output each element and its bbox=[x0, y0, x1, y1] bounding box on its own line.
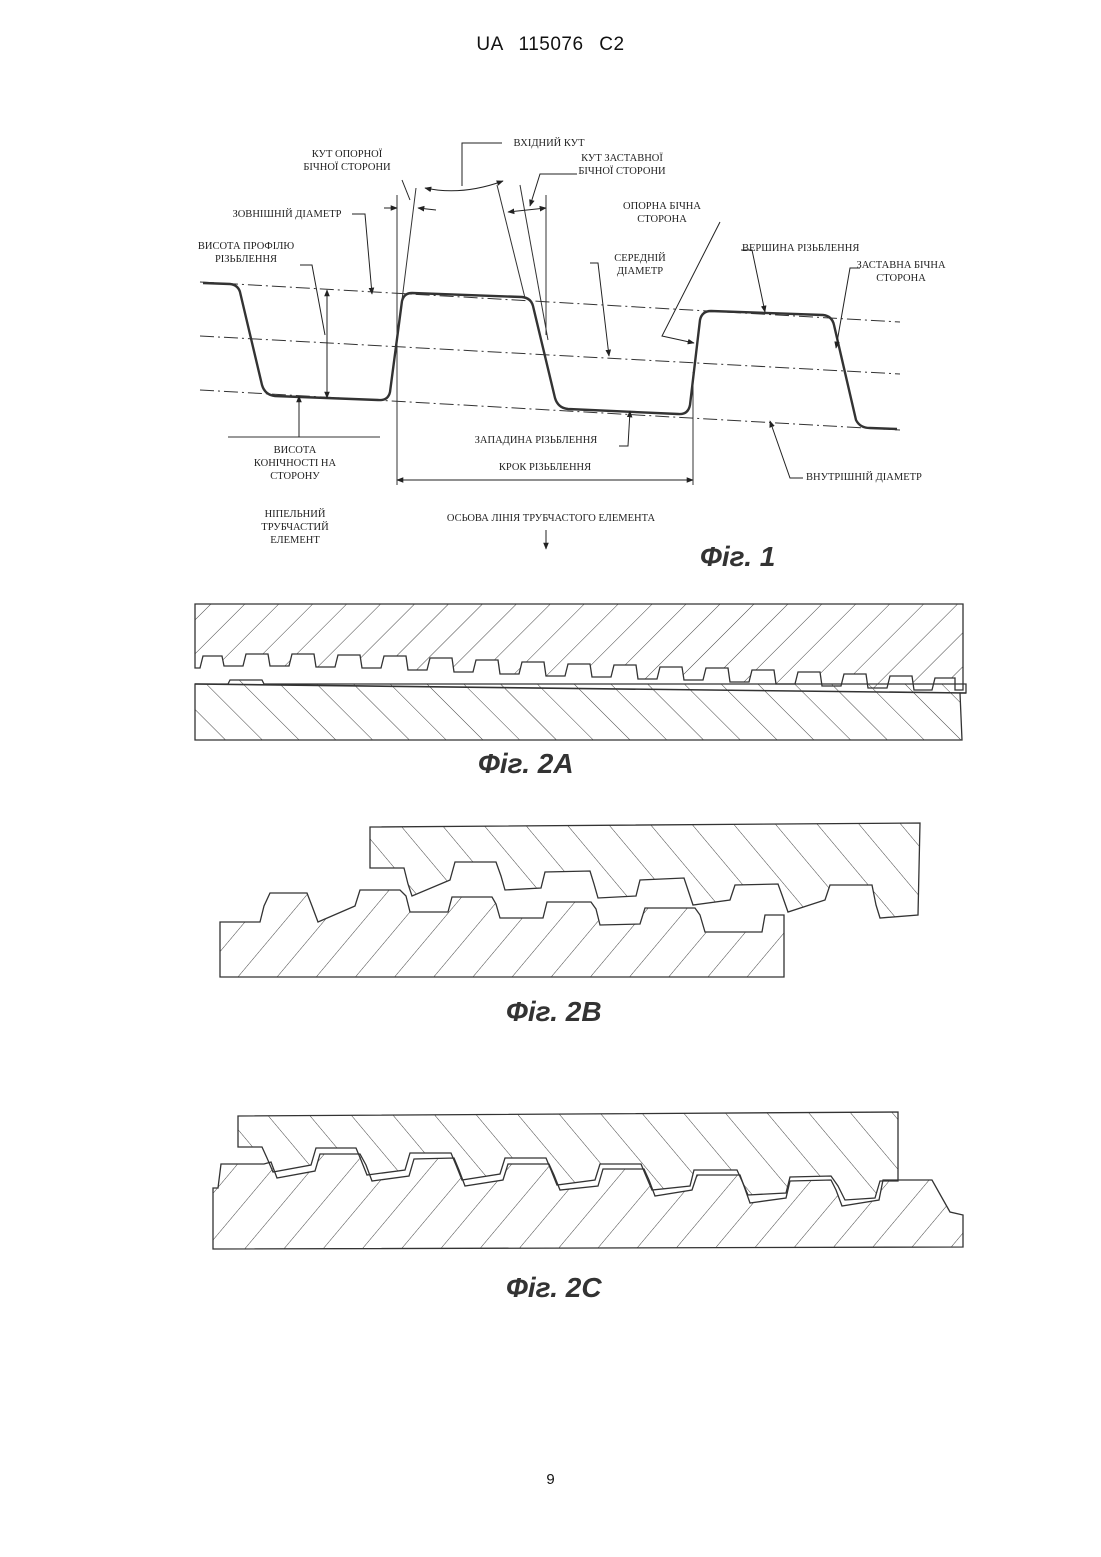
fig2c-caption: Фіг. 2C bbox=[506, 1272, 602, 1304]
page-number: 9 bbox=[0, 1471, 1101, 1488]
